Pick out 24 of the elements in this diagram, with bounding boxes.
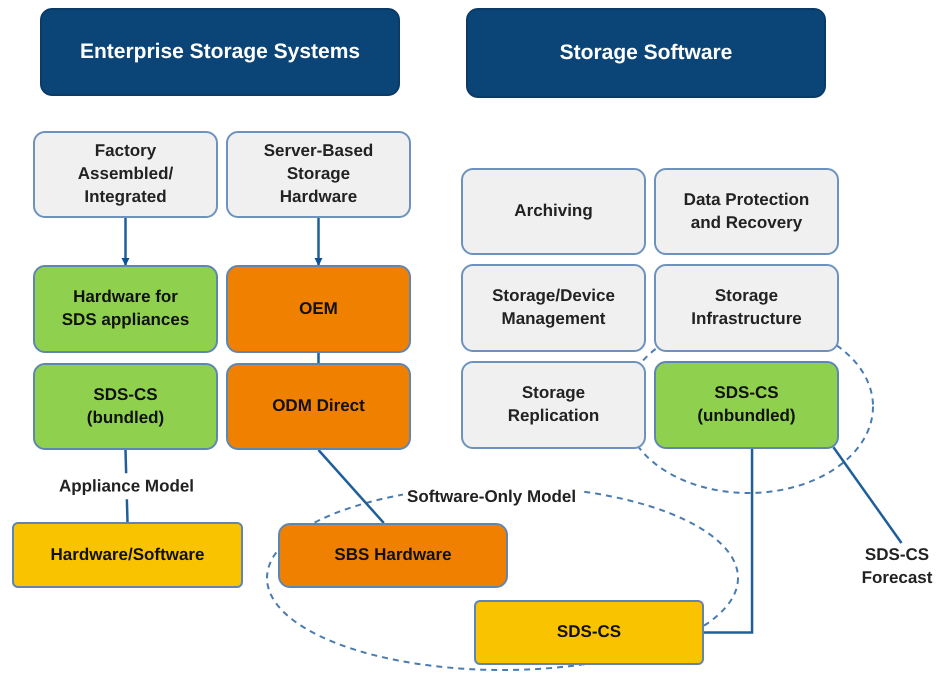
header-box: Storage Software [466,8,826,98]
process-box: Hardware for SDS appliances [33,265,218,353]
process-box: Hardware/Software [12,522,243,588]
category-box: Storage Infrastructure [654,264,839,352]
category-box: Storage Replication [461,361,646,449]
connector-line [317,353,320,363]
process-box: SDS-CS [474,600,704,665]
header-box: Enterprise Storage Systems [40,8,400,96]
arrow [314,218,322,266]
category-box: Storage/Device Management [461,264,646,352]
arrow [122,218,130,266]
process-box: OEM [226,265,411,353]
category-box: Factory Assembled/ Integrated [33,131,218,218]
process-box: SDS-CS (unbundled) [654,361,839,449]
annotation-text: SDS-CS Forecast [852,543,942,591]
connector-line [318,449,385,524]
process-box: ODM Direct [226,363,411,450]
category-box: Data Protection and Recovery [654,168,839,255]
process-box: SDS-CS (bundled) [33,363,218,450]
category-box: Server-Based Storage Hardware [226,131,411,218]
connector-line [832,446,903,544]
category-box: Archiving [461,168,646,255]
connector-line [704,449,754,634]
process-box: SBS Hardware [278,523,508,588]
